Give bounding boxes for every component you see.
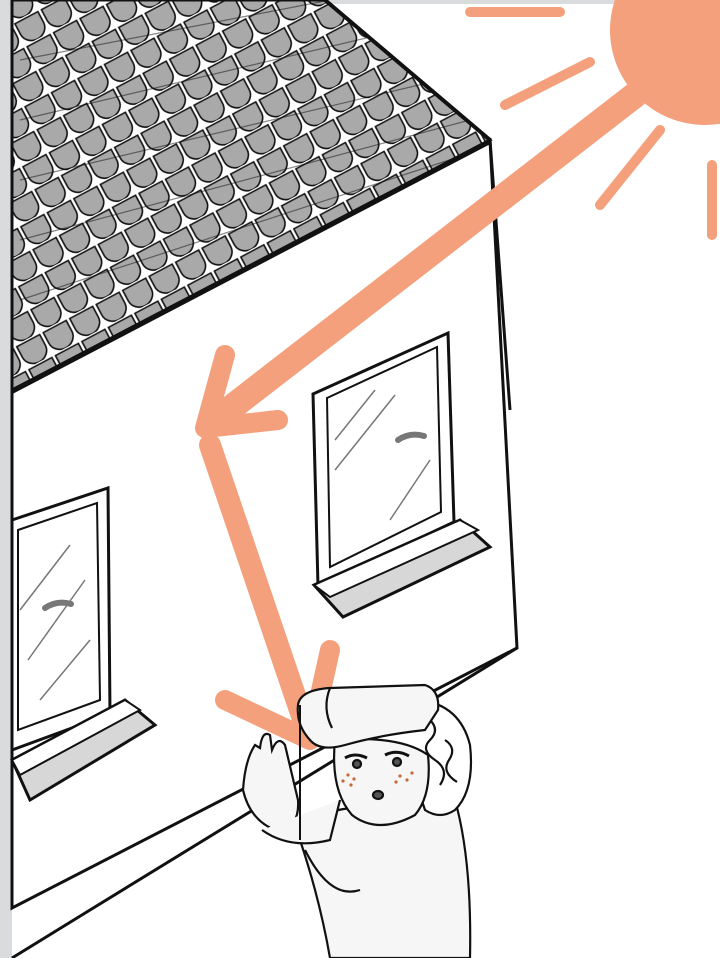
illustration-canvas [0,0,720,958]
illustration-svg [0,0,720,958]
